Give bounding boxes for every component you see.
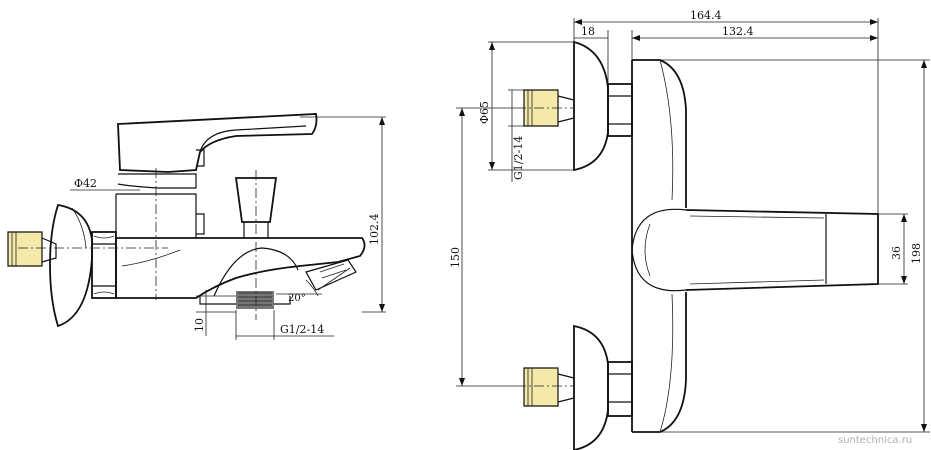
dim-side-thread: G1/2-14 xyxy=(235,310,334,340)
dim-label-10: 10 xyxy=(193,318,206,332)
front-inlet-bottom xyxy=(523,324,633,450)
dim-front-overall-depth: 164.4 xyxy=(573,9,879,214)
side-diverter-knob xyxy=(234,177,278,238)
dim-side-height: 102.4 xyxy=(300,116,386,313)
dim-label-198: 198 xyxy=(910,243,923,264)
front-body xyxy=(631,59,879,433)
dim-label-36: 36 xyxy=(890,246,903,260)
dim-label-102-4: 102.4 xyxy=(368,214,381,246)
dim-front-thread: G1/2-14 xyxy=(508,89,525,182)
dim-label-angle: 20° xyxy=(288,293,306,304)
dim-label-18: 18 xyxy=(581,25,595,38)
dim-side-drop: 10 xyxy=(193,290,236,336)
dim-label-phi42: Φ42 xyxy=(74,177,97,190)
dim-label-phi65: Φ65 xyxy=(478,101,491,124)
front-inlet-top xyxy=(523,40,633,172)
dim-label-thread-front: G1/2-14 xyxy=(512,136,525,180)
dim-front-offset: 18 xyxy=(574,25,609,84)
dim-front-overall-height: 198 xyxy=(660,59,930,433)
dim-label-164-4: 164.4 xyxy=(690,9,722,22)
side-body xyxy=(115,193,366,305)
dim-front-flange-diameter: Φ65 xyxy=(478,41,574,171)
watermark-text: suntechnica.ru xyxy=(838,435,912,446)
side-lever-handle xyxy=(117,113,318,189)
dim-side-angle: 20° xyxy=(276,267,351,304)
side-wall-flange xyxy=(49,203,93,328)
dim-front-spout-height: 36 xyxy=(878,213,908,285)
dim-label-132-4: 132.4 xyxy=(722,25,754,38)
side-inlet-connector xyxy=(7,231,57,267)
dim-front-body-depth: 132.4 xyxy=(631,25,878,60)
dim-label-thread-side: G1/2-14 xyxy=(280,323,324,336)
side-view: Φ42 102.4 10 G1/2-14 20° xyxy=(7,113,386,340)
side-threaded-outlet xyxy=(236,291,274,309)
dim-side-diameter: Φ42 xyxy=(70,177,140,191)
side-hex-nut xyxy=(91,231,117,299)
front-view: 164.4 18 132.4 Φ65 G1/2-14 xyxy=(449,9,930,450)
dim-front-center-distance: 150 xyxy=(449,107,516,387)
dim-label-150: 150 xyxy=(449,247,462,268)
